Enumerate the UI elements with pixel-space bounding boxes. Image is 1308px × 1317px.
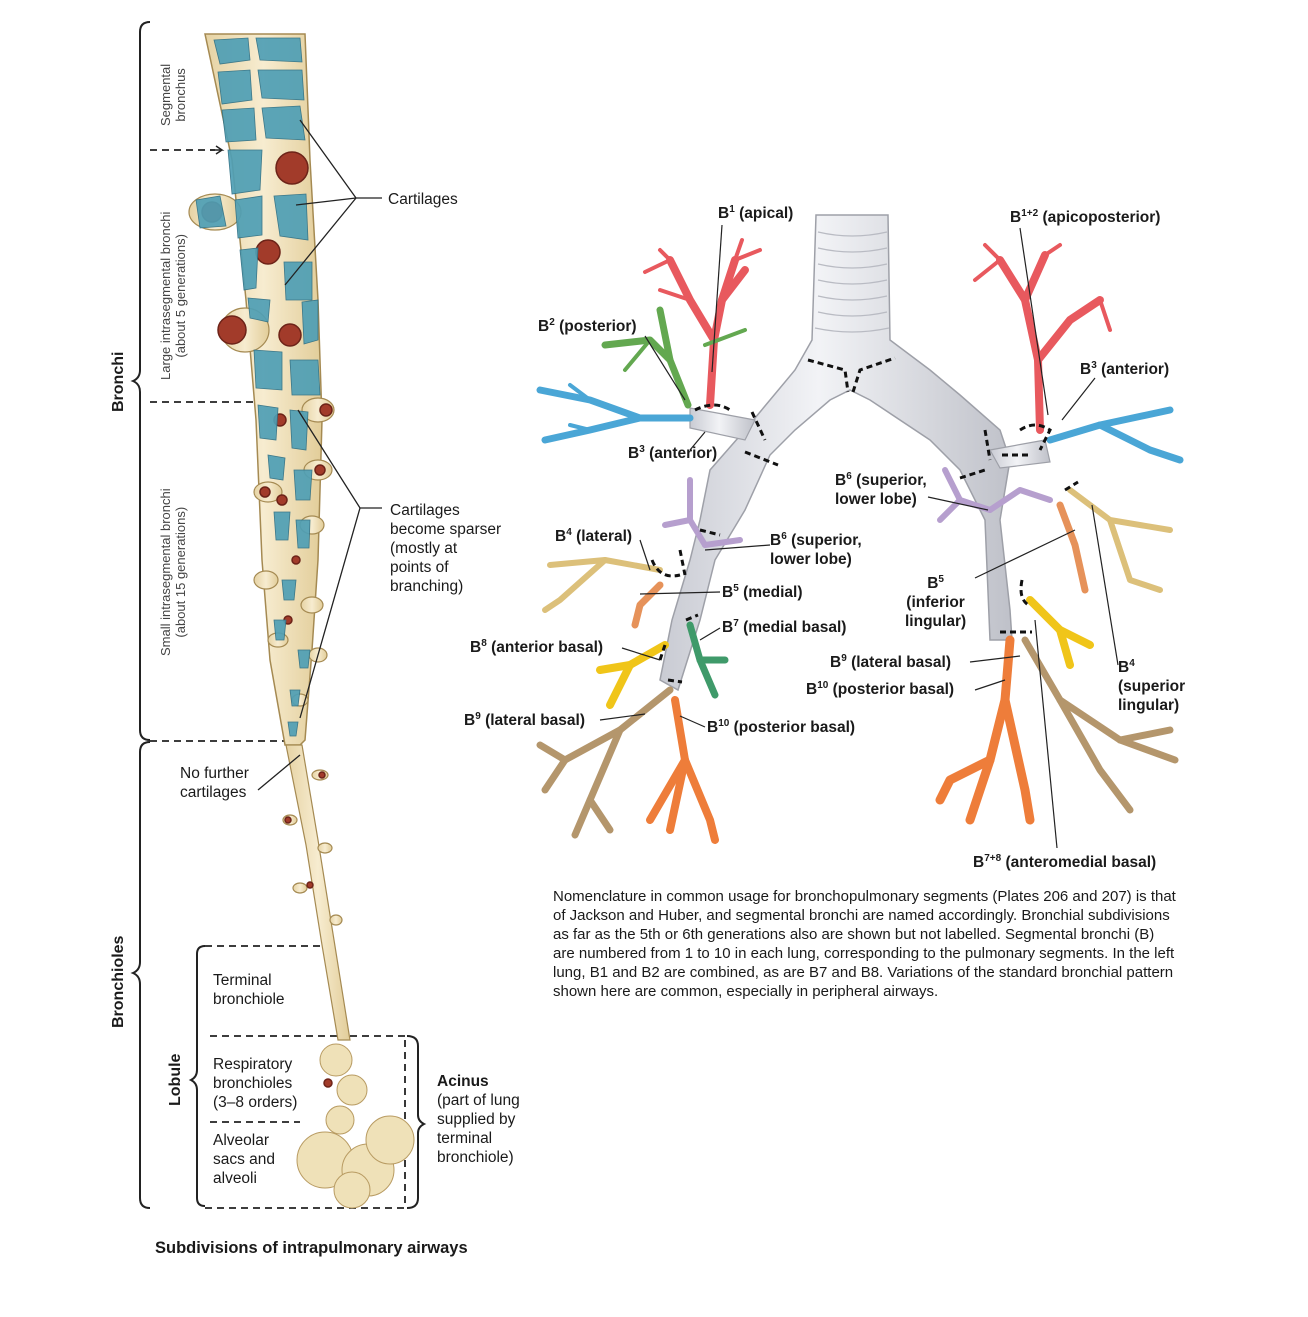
- large-intrasegmental-label: Large intrasegmental bronchi (about 5 ge…: [158, 211, 188, 380]
- label-b1-2: B1+2 (apicoposterior): [1010, 207, 1161, 226]
- bronchi-bracket: [130, 21, 151, 741]
- respiratory-bronchioles-label: Respiratory bronchioles (3–8 orders): [213, 1056, 298, 1111]
- label-b9-left: B9 (lateral basal): [464, 710, 586, 729]
- lobule-bracket: [188, 945, 206, 1207]
- lobule-label: Lobule: [167, 1053, 184, 1106]
- bronchioles-bracket: [130, 741, 151, 1209]
- no-further-label: No further cartilages: [180, 765, 249, 801]
- label-b7: B7 (medial basal): [722, 617, 847, 636]
- nomenclature-note: Nomenclature in common usage for broncho…: [553, 888, 1176, 1000]
- bronchial-tree: [536, 214, 1184, 849]
- bronchus-column: [188, 33, 415, 1209]
- label-b5-left: B5 (medial): [722, 582, 803, 601]
- bronchi-label: Bronchi: [110, 351, 127, 412]
- terminal-bronchiole-label: Terminal bronchiole: [213, 972, 285, 1008]
- label-b6-right: B6 (superior, lower lobe): [835, 470, 927, 508]
- label-b3-left: B3 (anterior): [628, 443, 718, 462]
- label-b6-left: B6 (superior, lower lobe): [770, 530, 862, 568]
- trachea: [659, 214, 1013, 692]
- label-b7-8: B7+8 (anteromedial basal): [973, 852, 1157, 871]
- label-b10-left: B10 (posterior basal): [707, 717, 856, 736]
- alveolar-clusters: [296, 1043, 415, 1209]
- label-b4-left: B4 (lateral): [555, 526, 633, 545]
- dashed-levels: [150, 149, 407, 1209]
- bronchioles-label: Bronchioles: [110, 935, 127, 1028]
- segment-arrow: [210, 145, 225, 155]
- label-b1: B1 (apical): [718, 203, 794, 222]
- acinus-label: Acinus (part of lung supplied by termina…: [437, 1073, 520, 1166]
- label-b9-right: B9 (lateral basal): [830, 652, 952, 671]
- left-leaders: [257, 119, 382, 791]
- cartilage-plates: [195, 37, 321, 737]
- left-brackets: [130, 21, 427, 1209]
- acinus-bracket: [406, 1035, 427, 1209]
- label-b10-right: B10 (posterior basal): [806, 679, 955, 698]
- label-b4-right: B4 (superior lingular): [1118, 657, 1186, 714]
- figure-caption: Subdivisions of intrapulmonary airways: [155, 1239, 468, 1257]
- small-intrasegmental-label: Small intrasegmental bronchi (about 15 g…: [158, 488, 188, 656]
- label-b5-right: B5 (inferior lingular): [905, 573, 967, 630]
- segmental-bronchus-label: Segmental bronchus: [158, 63, 188, 126]
- segment-boundaries: [650, 356, 1079, 684]
- label-b8: B8 (anterior basal): [470, 637, 604, 656]
- label-b3-right: B3 (anterior): [1080, 359, 1170, 378]
- tree-leaders: [599, 224, 1119, 849]
- alveolar-sacs-label: Alveolar sacs and alveoli: [213, 1132, 276, 1187]
- bronchiole-tube: [285, 744, 351, 1041]
- sparser-label: Cartilages become sparser (mostly at poi…: [390, 502, 502, 595]
- cartilages-label: Cartilages: [388, 191, 458, 208]
- label-b2: B2 (posterior): [538, 316, 637, 335]
